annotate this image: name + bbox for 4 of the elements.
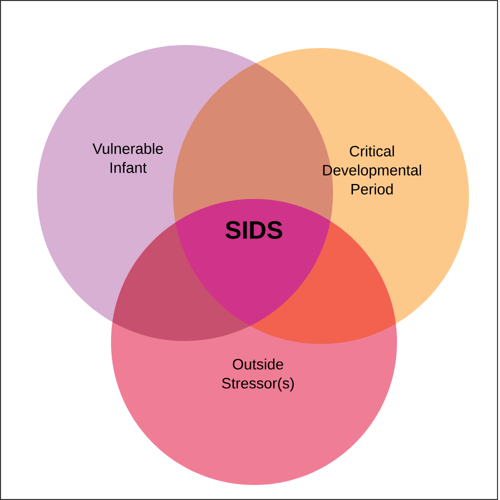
circle-label: Vulnerable Infant: [92, 143, 163, 173]
center-label: SIDS: [226, 221, 282, 239]
circle-label: Outside Stressor(s): [222, 358, 294, 392]
circle-label: Critical Developmental Period: [323, 146, 421, 194]
